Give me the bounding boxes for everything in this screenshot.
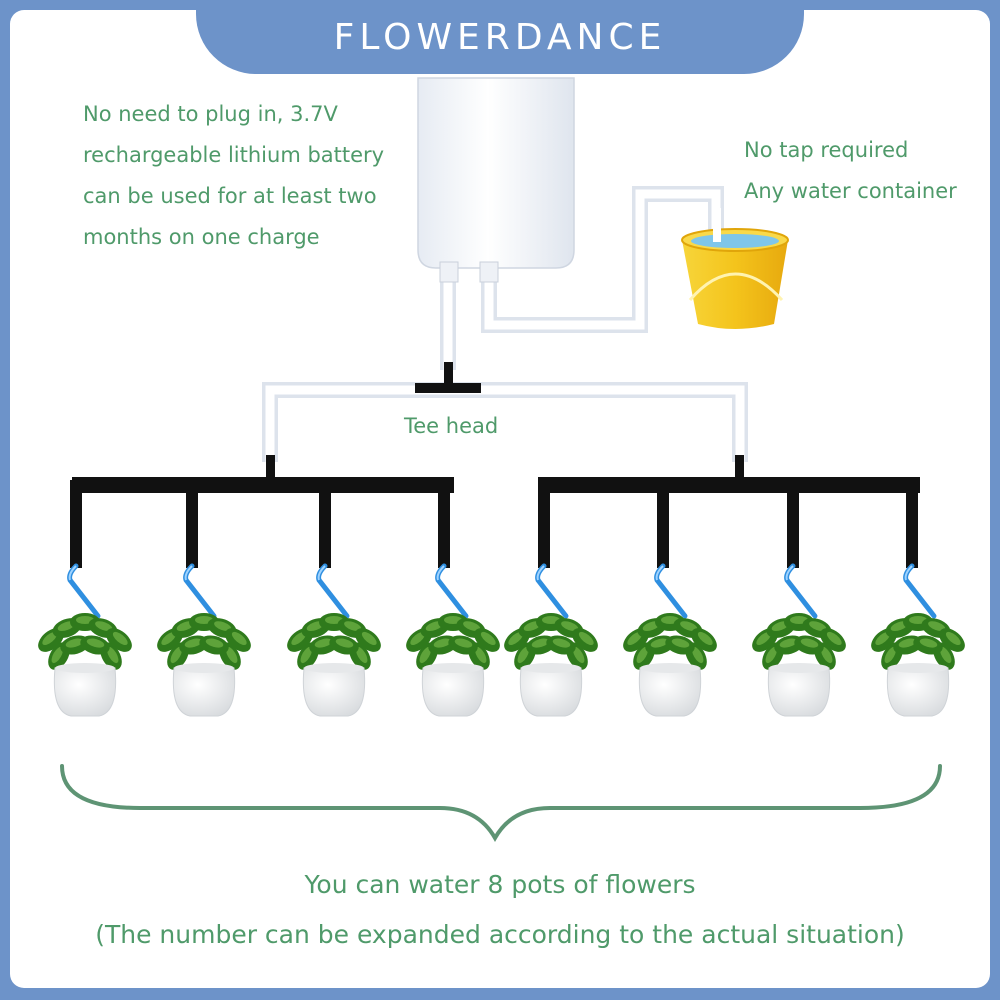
tee-head-label: Tee head xyxy=(404,414,499,438)
capacity-subtext: (The number can be expanded according to… xyxy=(95,920,905,949)
dripper-icon xyxy=(535,563,569,619)
brand-logo: FLOWERDANCE xyxy=(333,16,667,58)
distribution-hoses xyxy=(70,477,920,568)
bucket-icon xyxy=(681,208,789,329)
potted-plant-icon xyxy=(623,613,717,717)
dripper-icon xyxy=(784,563,818,619)
dripper-icon xyxy=(67,563,101,619)
capacity-text: You can water 8 pots of flowers xyxy=(304,870,696,899)
drippers xyxy=(67,563,937,619)
potted-plant-icon xyxy=(38,613,132,717)
potted-plant-icon xyxy=(287,613,381,717)
potted-plant-icon xyxy=(406,613,500,717)
potted-plant-icon xyxy=(504,613,598,717)
potted-plant-icon xyxy=(871,613,965,717)
tap-note: No tap required Any water container xyxy=(744,130,984,212)
dripper-icon xyxy=(903,563,937,619)
tee-connector-icon xyxy=(266,362,744,477)
dripper-icon xyxy=(654,563,688,619)
potted-plant-icon xyxy=(157,613,251,717)
pump-icon xyxy=(417,77,575,283)
dripper-icon xyxy=(435,563,469,619)
dripper-icon xyxy=(316,563,350,619)
tap-note-line1: No tap required xyxy=(744,138,909,162)
tap-note-line2: Any water container xyxy=(744,179,957,203)
potted-plants xyxy=(38,613,965,717)
potted-plant-icon xyxy=(752,613,846,717)
battery-note: No need to plug in, 3.7V rechargeable li… xyxy=(83,102,385,249)
brand-header: FLOWERDANCE xyxy=(196,0,804,74)
brace-icon xyxy=(60,764,942,843)
dripper-icon xyxy=(183,563,217,619)
